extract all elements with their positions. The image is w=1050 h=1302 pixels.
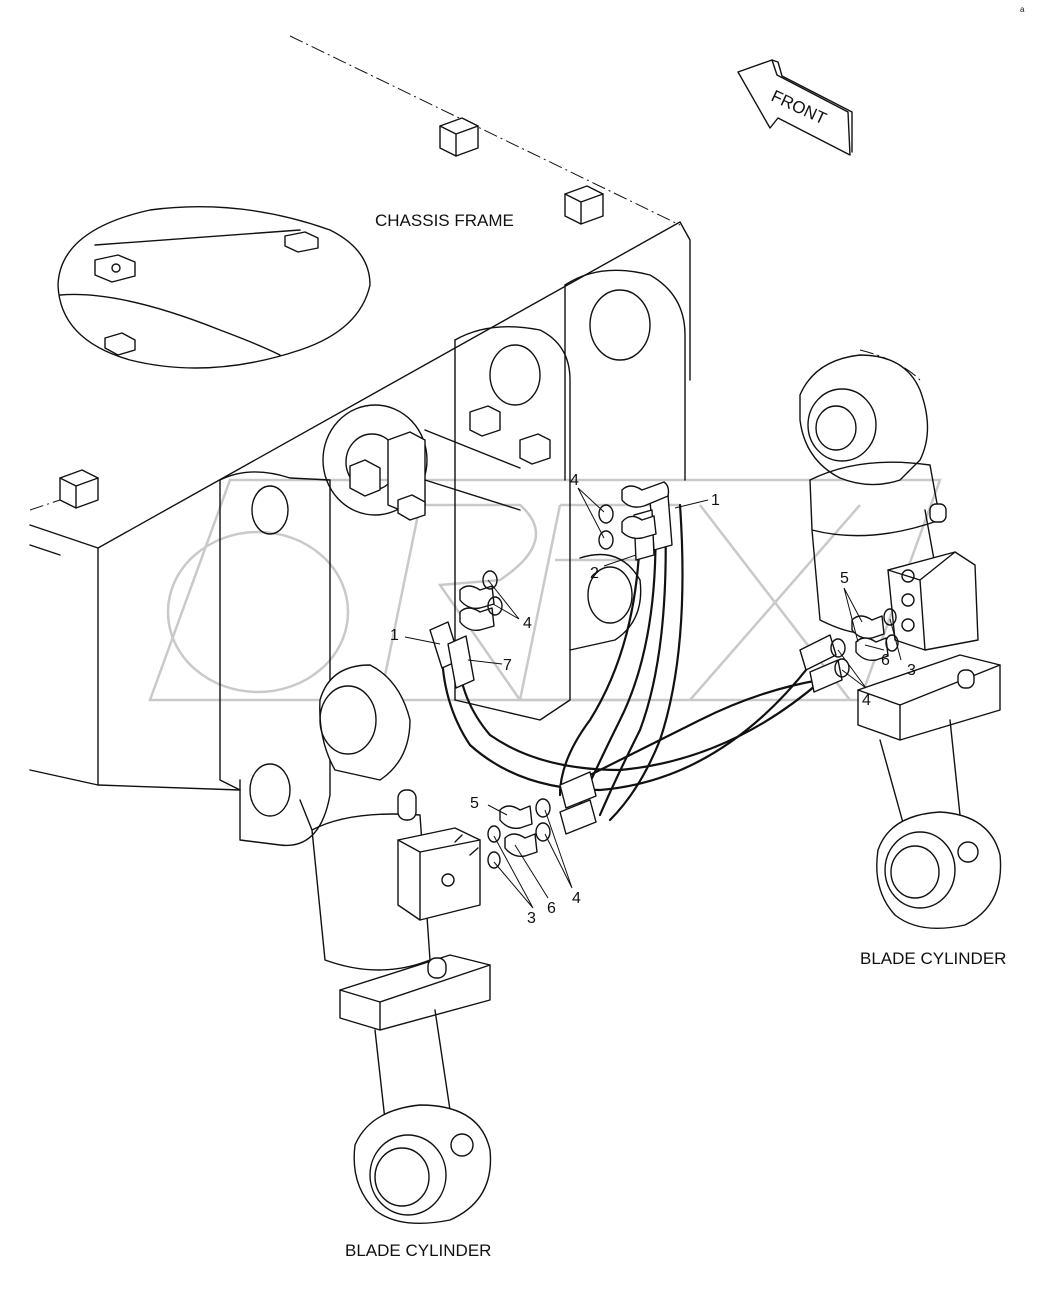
blade-cylinder-right-label: BLADE CYLINDER — [860, 949, 1006, 968]
corner-mark: a — [1020, 5, 1025, 14]
callout-1-top: 1 — [711, 492, 720, 509]
blade-cylinder-left — [299, 664, 492, 1225]
callout-2: 2 — [590, 565, 599, 582]
leader-lines — [404, 487, 902, 909]
fittings — [459, 481, 899, 869]
callout-7: 7 — [503, 657, 512, 674]
callout-1-left: 1 — [390, 627, 399, 644]
callout-3-right: 3 — [907, 662, 916, 679]
callout-4-top: 4 — [570, 472, 579, 489]
callout-6-right: 6 — [881, 652, 890, 669]
watermark-logo — [148, 478, 942, 702]
callout-5-left: 5 — [470, 795, 479, 812]
callout-4-right: 4 — [862, 692, 871, 709]
callout-4-left: 4 — [572, 890, 581, 907]
blade-cylinder-left-label: BLADE CYLINDER — [345, 1241, 491, 1260]
callout-4-mid: 4 — [523, 615, 532, 632]
chassis-frame-label: CHASSIS FRAME — [375, 211, 514, 230]
chassis-frame — [29, 35, 691, 847]
blade-cylinder-right — [799, 349, 1002, 930]
callout-3-left: 3 — [527, 910, 536, 927]
front-arrow: FRONT — [737, 59, 853, 156]
callout-6-left: 6 — [547, 900, 556, 917]
callouts: 4 1 2 4 1 7 5 3 6 4 5 6 4 3 — [390, 472, 916, 927]
hydraulic-hoses — [429, 494, 843, 835]
callout-5-right: 5 — [840, 570, 849, 587]
